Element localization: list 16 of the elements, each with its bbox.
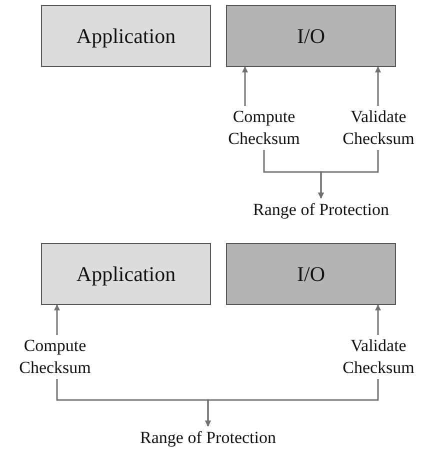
text-label: Validate Checksum [332, 106, 425, 150]
process-box: I/O [226, 243, 396, 305]
process-box: Application [41, 243, 211, 305]
arrow [318, 150, 379, 199]
arrow [205, 379, 379, 427]
text-label: Range of Protection [125, 426, 291, 450]
process-box: Application [41, 5, 211, 67]
arrow [375, 66, 381, 106]
text-label: Range of Protection [238, 198, 404, 222]
arrow [242, 66, 248, 106]
text-label: Compute Checksum [220, 106, 308, 150]
text-label: Validate Checksum [332, 335, 425, 379]
process-box: I/O [226, 5, 396, 67]
arrow [54, 304, 60, 335]
arrow [375, 304, 381, 335]
text-label: Compute Checksum [8, 335, 102, 379]
